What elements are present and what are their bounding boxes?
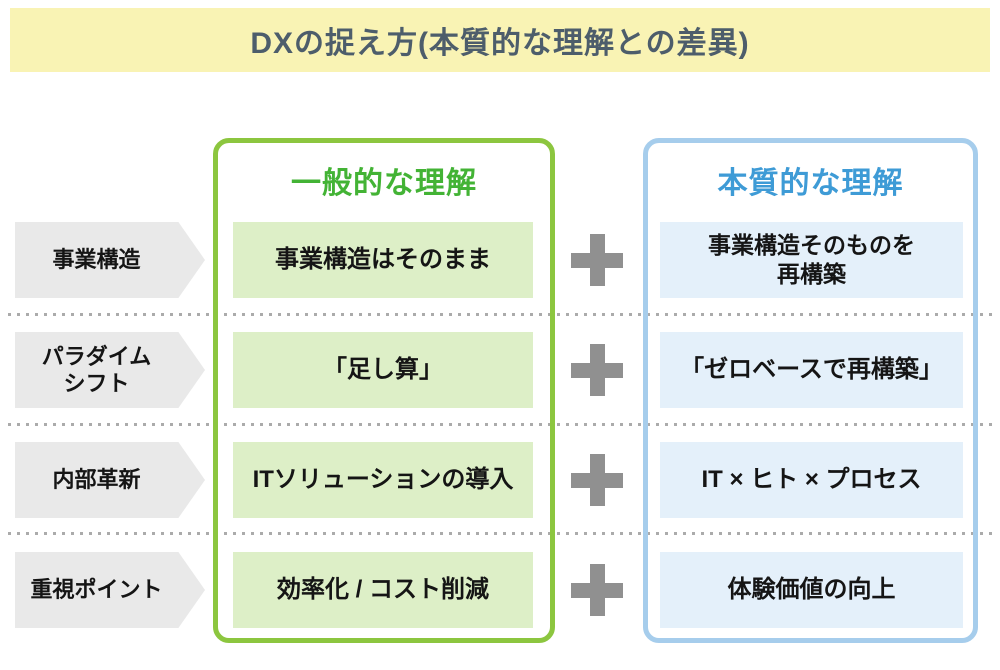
plus-icon bbox=[571, 454, 623, 506]
general-cell-business-structure: 事業構造はそのまま bbox=[233, 222, 533, 298]
category-label: 内部革新 bbox=[52, 467, 141, 493]
title-bar: DXの捉え方(本質的な理解との差異) bbox=[10, 8, 990, 72]
category-arrow-focus-point: 重視ポイント bbox=[15, 552, 205, 628]
plus-icon bbox=[571, 564, 623, 616]
cell-text: ITソリューションの導入 bbox=[252, 466, 514, 493]
essential-cell-paradigm-shift: 「ゼロベースで再構築」 bbox=[660, 332, 963, 408]
general-understanding-box bbox=[213, 138, 555, 643]
cell-text-line: 事業構造そのものを bbox=[708, 232, 915, 259]
cell-text: 「足し算」 bbox=[323, 356, 443, 383]
essential-cell-focus-point: 体験価値の向上 bbox=[660, 552, 963, 628]
cell-text: IT × ヒト × プロセス bbox=[701, 466, 922, 493]
category-arrow-paradigm-shift: パラダイム シフト bbox=[15, 332, 205, 408]
essential-cell-internal-innovation: IT × ヒト × プロセス bbox=[660, 442, 963, 518]
category-arrow-internal-innovation: 内部革新 bbox=[15, 442, 205, 518]
category-label-line: シフト bbox=[63, 371, 130, 396]
row-divider-1 bbox=[8, 313, 992, 316]
general-cell-internal-innovation: ITソリューションの導入 bbox=[233, 442, 533, 518]
category-label-line: パラダイム bbox=[41, 343, 152, 369]
page-title: DXの捉え方(本質的な理解との差異) bbox=[250, 27, 750, 60]
row-divider-2 bbox=[8, 423, 992, 426]
essential-cell-business-structure: 事業構造そのものを 再構築 bbox=[660, 222, 963, 298]
plus-icon bbox=[571, 234, 623, 286]
cell-text: 体験価値の向上 bbox=[727, 576, 896, 603]
plus-icon bbox=[571, 344, 623, 396]
essential-understanding-box bbox=[643, 138, 978, 643]
cell-text: 効率化 / コスト削減 bbox=[276, 576, 489, 603]
general-column-header: 一般的な理解 bbox=[291, 167, 477, 200]
category-arrow-business-structure: 事業構造 bbox=[15, 222, 205, 298]
cell-text: 事業構造はそのまま bbox=[275, 246, 491, 273]
cell-text-line: 再構築 bbox=[777, 261, 846, 287]
cell-text: 「ゼロベースで再構築」 bbox=[680, 356, 943, 383]
general-cell-paradigm-shift: 「足し算」 bbox=[233, 332, 533, 408]
essential-column-header: 本質的な理解 bbox=[717, 167, 904, 200]
general-cell-focus-point: 効率化 / コスト削減 bbox=[233, 552, 533, 628]
category-label: 重視ポイント bbox=[30, 577, 163, 603]
category-label: 事業構造 bbox=[52, 247, 141, 273]
row-divider-3 bbox=[8, 532, 992, 535]
